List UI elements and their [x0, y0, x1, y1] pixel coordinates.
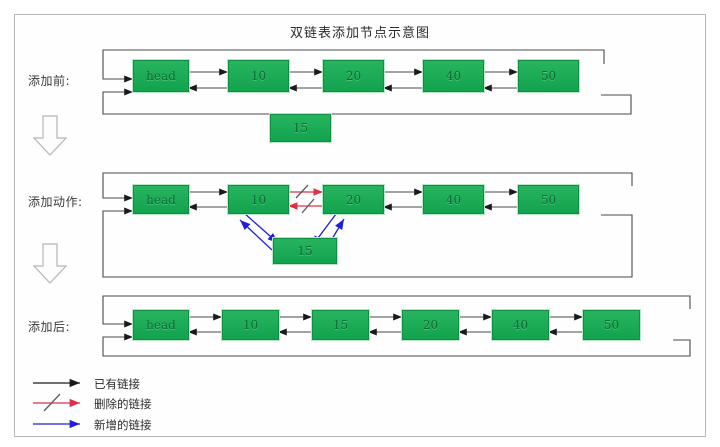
row-label-after: 添加后: [28, 320, 71, 334]
node-20-after[interactable]: 20 [402, 310, 459, 340]
node-10-mid[interactable]: 10 [228, 185, 289, 214]
node-10[interactable]: 10 [228, 60, 289, 92]
node-15-after[interactable]: 15 [312, 310, 369, 340]
legend-existing-link-label: 已有链接 [94, 377, 140, 391]
new-node-detached[interactable]: 15 [270, 114, 331, 142]
row-label-before: 添加前: [28, 74, 71, 88]
row-label-action: 添加动作: [28, 195, 83, 209]
node-50-after[interactable]: 50 [583, 310, 640, 340]
legend-deleted-link-label: 删除的链接 [94, 397, 152, 411]
node-40-mid[interactable]: 40 [423, 185, 484, 214]
page-title: 双链表添加节点示意图 [289, 26, 430, 41]
node-50[interactable]: 50 [518, 60, 579, 92]
node-head-mid[interactable]: head [133, 185, 189, 214]
node-40[interactable]: 40 [423, 60, 484, 92]
node-head[interactable]: head [133, 60, 189, 92]
node-40-after[interactable]: 40 [492, 310, 549, 340]
legend-new-link-label: 新增的链接 [94, 418, 152, 432]
node-10-after[interactable]: 10 [222, 310, 279, 340]
node-head-after[interactable]: head [133, 310, 189, 340]
new-node-inserting[interactable]: 15 [273, 238, 337, 264]
node-50-mid[interactable]: 50 [518, 185, 579, 214]
node-20[interactable]: 20 [323, 60, 384, 92]
node-20-mid[interactable]: 20 [323, 185, 384, 214]
